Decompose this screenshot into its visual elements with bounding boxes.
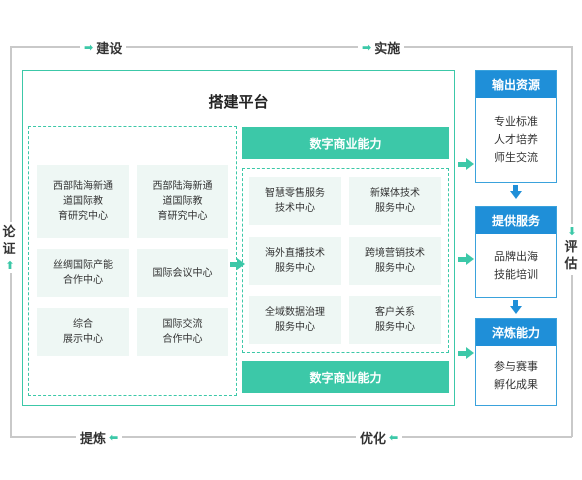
arrow-down-icon [510, 306, 522, 314]
cycle-build: ➡ 建设 [80, 38, 127, 57]
service-cell: 智慧零售服务技术中心 [249, 177, 341, 225]
provide-services-box: 提供服务 品牌出海 技能培训 [475, 206, 557, 298]
service-cell: 客户关系服务中心 [349, 296, 441, 344]
loop-bottom-line [10, 436, 572, 438]
center-cell: 西部陆海新通道国际教育研究中心 [37, 165, 129, 238]
arrow-to-service [458, 257, 467, 262]
service-cell: 海外直播技术服务中心 [249, 237, 341, 285]
loop-top-line [10, 46, 572, 48]
arrow-left-icon: ⬅ [389, 431, 399, 444]
service-cell: 新媒体技术服务中心 [349, 177, 441, 225]
cycle-evaluate: ⬇ 评估 [564, 224, 580, 275]
band-digital-commerce-top: 数字商业能力 [242, 127, 449, 159]
center-cell: 西部陆海新通道国际教育研究中心 [137, 165, 228, 238]
arrow-head-icon [466, 253, 474, 265]
arrow-centers-to-services [230, 262, 238, 267]
service-cell: 跨境营销技术服务中心 [349, 237, 441, 285]
arrow-to-capability [458, 351, 467, 356]
arrow-head-icon [466, 158, 474, 170]
arrow-down-stem [513, 185, 518, 191]
arrow-head-icon [466, 347, 474, 359]
arrow-right-icon: ➡ [84, 41, 94, 54]
cycle-argue: 论证 ⬆ [2, 222, 18, 273]
arrow-up-icon: ⬆ [5, 259, 15, 272]
center-cell: 丝绸国际产能合作中心 [37, 249, 129, 297]
service-cell: 全域数据治理服务中心 [249, 296, 341, 344]
arrow-down-stem [513, 300, 518, 306]
services-group [242, 168, 449, 353]
output-resources-box: 输出资源 专业标准 人才培养 师生交流 [475, 70, 557, 183]
centers-group [28, 126, 237, 396]
arrow-left-icon: ⬅ [109, 431, 119, 444]
cycle-optimize: 优化 ⬅ [356, 428, 403, 447]
cycle-implement: ➡ 实施 [358, 38, 405, 57]
refine-capability-box: 淬炼能力 参与赛事 孵化成果 [475, 318, 557, 406]
provide-services-title: 提供服务 [476, 207, 556, 234]
platform-title: 搭建平台 [208, 93, 269, 111]
arrow-to-output [458, 162, 467, 167]
band-digital-commerce-bottom: 数字商业能力 [242, 361, 449, 393]
center-cell: 国际会议中心 [137, 249, 228, 297]
arrow-head-icon [237, 258, 245, 270]
center-cell: 国际交流合作中心 [137, 308, 228, 356]
output-resources-title: 输出资源 [476, 71, 556, 98]
refine-capability-title: 淬炼能力 [476, 319, 556, 346]
arrow-right-icon: ➡ [362, 41, 372, 54]
arrow-down-icon [510, 191, 522, 199]
cycle-refine: 提炼 ⬅ [76, 428, 123, 447]
arrow-down-icon: ⬇ [567, 225, 577, 238]
center-cell: 综合展示中心 [37, 308, 129, 356]
